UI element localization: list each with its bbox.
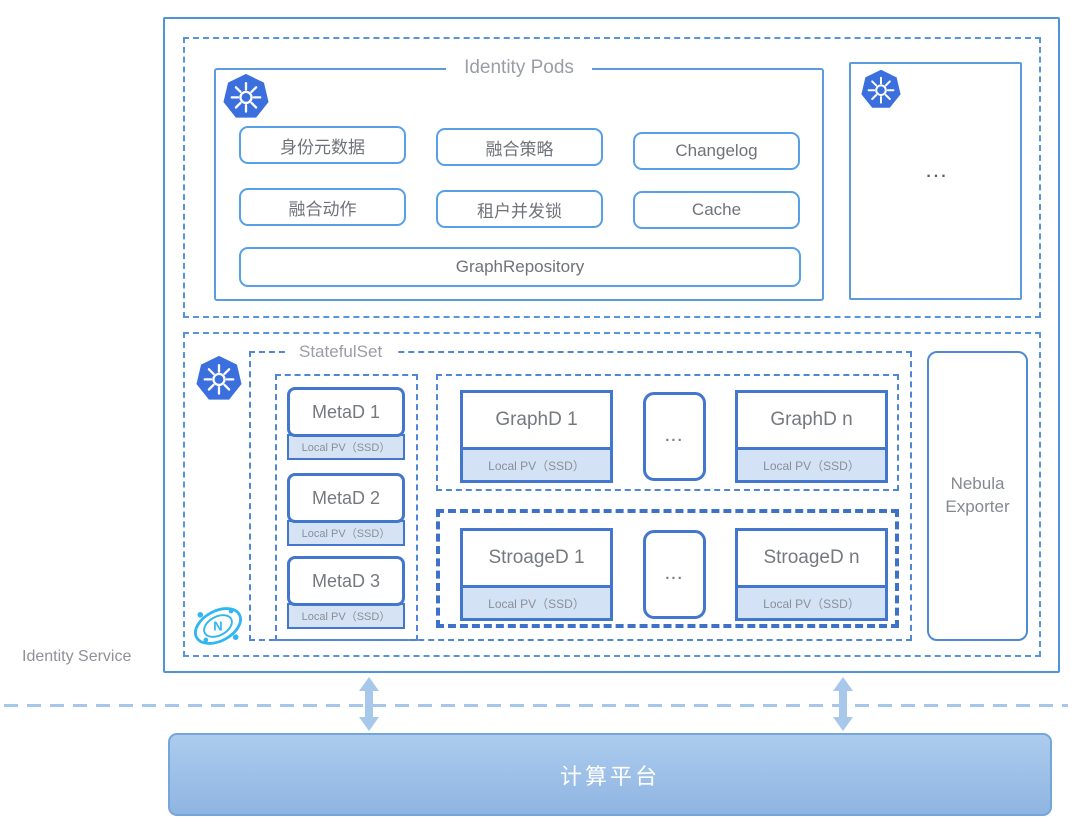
metad-node: MetaD 3 Local PV（SSD）	[287, 556, 405, 629]
boundary-dashed-line	[4, 704, 1068, 707]
nebula-letter: N	[213, 619, 222, 634]
storaged-group: StroageD 1 Local PV（SSD） ... StroageD n …	[436, 509, 899, 628]
kubernetes-icon	[861, 69, 901, 108]
pod-name: StroageD n	[763, 547, 860, 568]
kubernetes-icon	[196, 355, 242, 400]
pod-name: StroageD 1	[488, 547, 585, 568]
more-pods-ellipsis: ...	[926, 164, 949, 181]
module-tenant-lock: 租户并发锁	[436, 190, 603, 228]
local-pv-label: Local PV（SSD）	[463, 585, 610, 618]
local-pv-label: Local PV（SSD）	[738, 585, 885, 618]
more-pods-box: ...	[849, 62, 1022, 300]
compute-platform-box: 计算平台	[168, 733, 1052, 816]
bidirectional-arrow-right	[833, 677, 853, 731]
graphd-node: GraphD 1 Local PV（SSD）	[460, 390, 613, 483]
graphd-node: GraphD n Local PV（SSD）	[735, 390, 888, 483]
graphd-ellipsis-box: ...	[643, 392, 706, 481]
metad-node: MetaD 1 Local PV（SSD）	[287, 387, 405, 460]
local-pv-label: Local PV（SSD）	[463, 447, 610, 480]
nebula-graph-icon: N	[194, 607, 242, 645]
identity-service-box: Identity Pods 身份元数据	[163, 17, 1060, 673]
bidirectional-arrow-left	[359, 677, 379, 731]
pod-name: MetaD 1	[287, 387, 405, 437]
graphd-group: GraphD 1 Local PV（SSD） ... GraphD n Loca…	[436, 374, 899, 491]
ellipsis: ...	[665, 566, 684, 583]
local-pv-label: Local PV（SSD）	[287, 520, 405, 546]
local-pv-label: Local PV（SSD）	[287, 603, 405, 629]
local-pv-label: Local PV（SSD）	[287, 434, 405, 460]
storaged-node: StroageD 1 Local PV（SSD）	[460, 528, 613, 621]
module-graph-repository: GraphRepository	[239, 247, 801, 287]
statefulset-box: StatefulSet MetaD 1 Local PV（SSD） MetaD …	[249, 342, 912, 641]
pod-name: GraphD n	[770, 409, 853, 430]
nebula-exporter-label: Nebula Exporter	[945, 474, 1010, 516]
module-identity-metadata: 身份元数据	[239, 126, 406, 164]
module-fusion-action: 融合动作	[239, 188, 406, 226]
local-pv-label: Local PV（SSD）	[738, 447, 885, 480]
pod-name: MetaD 2	[287, 473, 405, 523]
module-cache: Cache	[633, 191, 800, 229]
storaged-node: StroageD n Local PV（SSD）	[735, 528, 888, 621]
compute-platform-label: 计算平台	[559, 763, 660, 789]
kubernetes-icon	[223, 73, 269, 118]
storaged-ellipsis-box: ...	[643, 530, 706, 619]
module-fusion-policy: 融合策略	[436, 128, 603, 166]
pod-name: GraphD 1	[495, 409, 578, 430]
storage-cluster-region: N StatefulSet MetaD 1 Local PV（SSD） Meta…	[183, 332, 1041, 657]
statefulset-title: StatefulSet	[285, 342, 397, 362]
metad-node: MetaD 2 Local PV（SSD）	[287, 473, 405, 546]
identity-pods-box: Identity Pods 身份元数据	[214, 57, 824, 301]
identity-pods-region: Identity Pods 身份元数据	[183, 37, 1041, 318]
pod-name: MetaD 3	[287, 556, 405, 606]
metad-group: MetaD 1 Local PV（SSD） MetaD 2 Local PV（S…	[275, 374, 418, 641]
nebula-exporter-box: Nebula Exporter	[927, 351, 1028, 641]
identity-pods-title: Identity Pods	[446, 57, 592, 79]
ellipsis: ...	[665, 428, 684, 445]
identity-service-label: Identity Service	[22, 648, 132, 665]
module-changelog: Changelog	[633, 132, 800, 170]
